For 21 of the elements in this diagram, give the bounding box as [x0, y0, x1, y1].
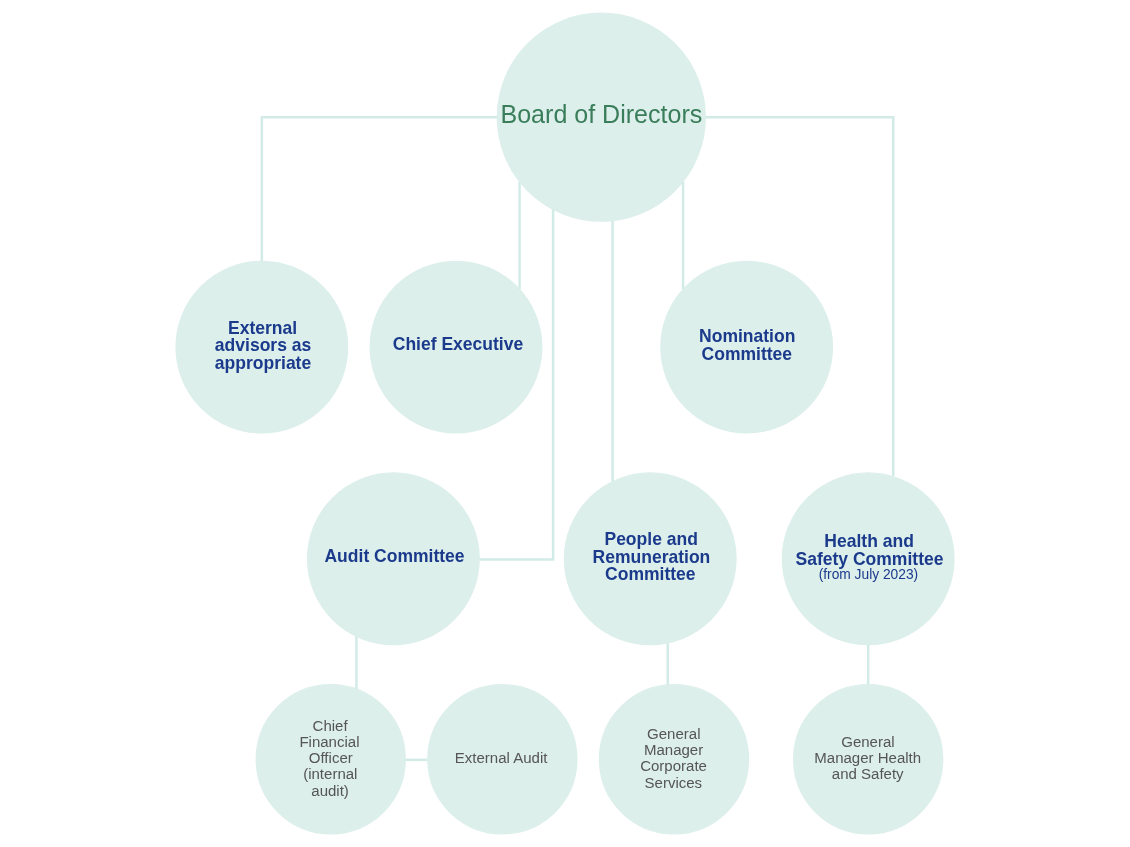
node-circle: Health and Safety Committee (from July 2023) [781, 472, 955, 646]
node-circle: Nomination Committee [660, 260, 834, 434]
connector [681, 181, 685, 290]
connector [260, 115, 498, 262]
connector [666, 643, 669, 685]
connector [479, 209, 555, 561]
node-circle: External advisors as appropriate [175, 260, 349, 434]
node-circle: Chief Executive [369, 260, 543, 434]
node-circle: Audit Committee [306, 472, 480, 646]
node-circle: General Manager Health and Safety [793, 684, 944, 835]
connector [705, 115, 895, 477]
connector [518, 181, 521, 290]
connector [355, 636, 358, 690]
connector [405, 758, 428, 762]
node-circle: Board of Directors [496, 12, 706, 222]
node-circle: People and Remuneration Committee [563, 472, 737, 646]
node-circle: External Audit [427, 684, 578, 835]
node-circle: Chief Financial Officer (internal audit) [255, 684, 406, 835]
node-circle: General Manager Corporate Services [598, 684, 750, 835]
connector [866, 644, 870, 685]
connector [611, 220, 614, 482]
